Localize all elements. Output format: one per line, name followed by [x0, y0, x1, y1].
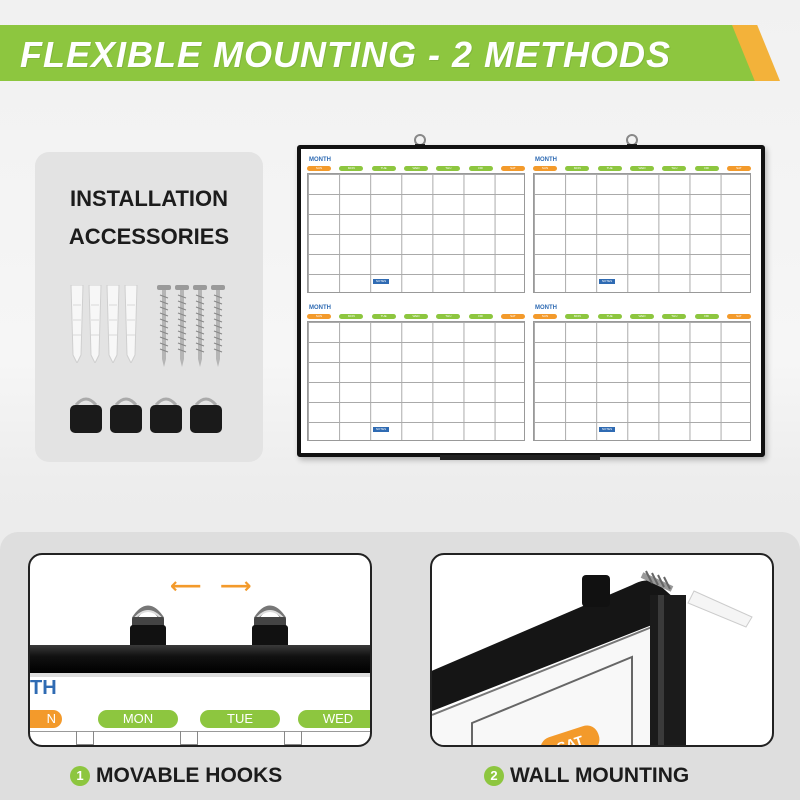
calendar-day: WED [403, 166, 428, 171]
calendar-day: SAT [726, 314, 751, 319]
wall-anchor-icon [124, 285, 138, 363]
wall-mount-illustration [432, 570, 753, 745]
movable-hooks-panel: ⟵ ⟶ TH N MON TUE WED [28, 553, 372, 747]
screw-icon [193, 285, 207, 367]
month-label-fragment: TH [30, 677, 57, 699]
calendar-day: MON [565, 314, 590, 319]
d-ring-hook-icon [110, 397, 142, 433]
calendar-month: MONTH SUN MON TUE WED THU FRI SAT NOTES [307, 157, 525, 299]
calendar-day: SUN [307, 166, 331, 171]
calendar-day: WED [403, 314, 428, 319]
calendar-day: FRI [694, 314, 719, 319]
accessories-title-line2: ACCESSORIES [68, 224, 230, 249]
method1-caption: 1 MOVABLE HOOKS [70, 764, 282, 788]
calendar-day: THU [436, 314, 461, 319]
calendar-day: FRI [468, 314, 493, 319]
d-ring-hook-icon [190, 397, 222, 433]
calendar-month: MONTH SUN MON TUE WED THU FRI SAT NOTES [307, 305, 525, 447]
step-number-badge: 2 [484, 766, 504, 786]
calendar-day: THU [662, 166, 687, 171]
calendar-day-row: SUN MON TUE WED THU FRI SAT [533, 314, 751, 320]
calendar-day-row: SUN MON TUE WED THU FRI SAT [533, 166, 751, 172]
accessories-title-line1: INSTALLATION [69, 186, 229, 211]
calendar-notes-label: NOTES [373, 427, 389, 432]
calendar-day: TUE [371, 166, 396, 171]
calendar-day: WED [629, 314, 654, 319]
calendar-day: SUN [533, 166, 557, 171]
d-ring-hook-icon [150, 397, 182, 433]
calendar-notes-label: NOTES [599, 427, 615, 432]
calendar-month-label: MONTH [309, 305, 331, 311]
method1-caption-text: MOVABLE HOOKS [96, 764, 283, 787]
wall-anchor-icon [70, 285, 84, 363]
day-badge: WED [298, 710, 370, 728]
calendar-day: WED [629, 166, 654, 171]
screw-icon [211, 285, 225, 367]
calendar-notes-label: NOTES [373, 279, 389, 284]
calendar-grid [533, 321, 751, 441]
calendar-month: MONTH SUN MON TUE WED THU FRI SAT NOTES [533, 157, 751, 299]
wall-mounting-panel: SAT [430, 553, 774, 747]
method2-caption-text: WALL MOUNTING [510, 764, 690, 787]
method2-caption: 2 WALL MOUNTING [484, 764, 689, 788]
arrow-right-icon: ⟶ [220, 573, 252, 598]
calendar-month-label: MONTH [309, 157, 331, 163]
calendar-grid [533, 173, 751, 293]
calendar-day: SAT [726, 166, 751, 171]
screw-icon [175, 285, 189, 367]
calendar-day: MON [339, 314, 364, 319]
accessories-title: INSTALLATION ACCESSORIES [0, 180, 298, 256]
board-frame-rail [30, 645, 370, 673]
screw-icon [157, 285, 171, 367]
title-banner [0, 25, 770, 81]
calendar-day: SUN [307, 314, 331, 319]
calendar-day: THU [436, 166, 461, 171]
banner-title: FLEXIBLE MOUNTING - 2 METHODS [20, 34, 672, 75]
calendar-month-label: MONTH [535, 305, 557, 311]
day-badge: MON [98, 710, 178, 728]
calendar-day: SAT [500, 314, 525, 319]
calendar-grid-line [30, 731, 370, 732]
calendar-month: MONTH SUN MON TUE WED THU FRI SAT NOTES [533, 305, 751, 447]
calendar-cell [180, 731, 198, 745]
calendar-day: TUE [597, 166, 622, 171]
wall-anchor-icon [88, 285, 102, 363]
wall-anchor-icon [106, 285, 120, 363]
step-number-badge: 1 [70, 766, 90, 786]
day-badge: TUE [200, 710, 280, 728]
calendar-day-row: SUN MON TUE WED THU FRI SAT [307, 166, 525, 172]
board-frame-edge [30, 673, 370, 677]
calendar-day: SAT [500, 166, 525, 171]
calendar-cell [76, 731, 94, 745]
calendar-day: FRI [694, 166, 719, 171]
calendar-day: SUN [533, 314, 557, 319]
calendar-day: MON [565, 166, 590, 171]
calendar-day: FRI [468, 166, 493, 171]
calendar-whiteboard: MONTH SUN MON TUE WED THU FRI SAT NOTES … [297, 145, 765, 457]
calendar-notes-label: NOTES [599, 279, 615, 284]
calendar-day: TUE [597, 314, 622, 319]
calendar-day: TUE [371, 314, 396, 319]
calendar-grid [307, 321, 525, 441]
arrow-left-icon: ⟵ [170, 573, 202, 598]
calendar-cell [284, 731, 302, 745]
calendar-day-row: SUN MON TUE WED THU FRI SAT [307, 314, 525, 320]
calendar-month-label: MONTH [535, 157, 557, 163]
calendar-grid [307, 173, 525, 293]
calendar-day: MON [339, 166, 364, 171]
day-badge: N [30, 710, 62, 728]
calendar-day: THU [662, 314, 687, 319]
d-ring-hook-icon [70, 397, 102, 433]
board-tray [440, 455, 600, 460]
